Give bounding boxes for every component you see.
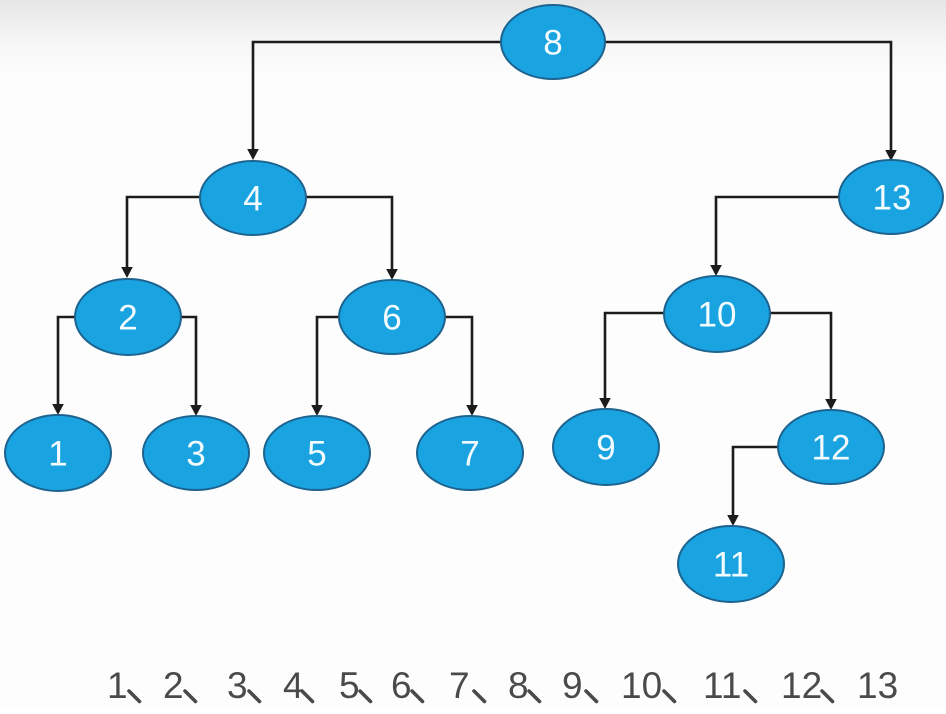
svg-text:5: 5	[307, 435, 326, 474]
svg-text:9: 9	[596, 429, 615, 468]
svg-text:9: 9	[562, 665, 583, 706]
svg-text:10: 10	[621, 665, 662, 706]
svg-text:6: 6	[391, 665, 412, 706]
svg-text:13: 13	[873, 179, 912, 218]
svg-text:3: 3	[227, 665, 248, 706]
svg-text:7: 7	[449, 665, 470, 706]
svg-text:8: 8	[543, 24, 562, 63]
svg-text:4: 4	[283, 665, 304, 706]
svg-text:10: 10	[698, 296, 737, 335]
svg-text:5: 5	[339, 665, 360, 706]
svg-text:1: 1	[48, 435, 67, 474]
svg-text:8: 8	[508, 665, 529, 706]
svg-text:4: 4	[243, 180, 262, 219]
svg-text:1: 1	[107, 665, 128, 706]
svg-text:11: 11	[713, 546, 749, 585]
svg-text:12: 12	[812, 429, 851, 468]
svg-text:13: 13	[857, 665, 898, 706]
svg-text:6: 6	[382, 299, 401, 338]
svg-text:11: 11	[703, 665, 741, 706]
svg-text:7: 7	[460, 435, 479, 474]
svg-text:12: 12	[781, 665, 822, 706]
svg-text:2: 2	[118, 299, 137, 338]
svg-text:2: 2	[163, 665, 184, 706]
svg-text:3: 3	[186, 435, 205, 474]
